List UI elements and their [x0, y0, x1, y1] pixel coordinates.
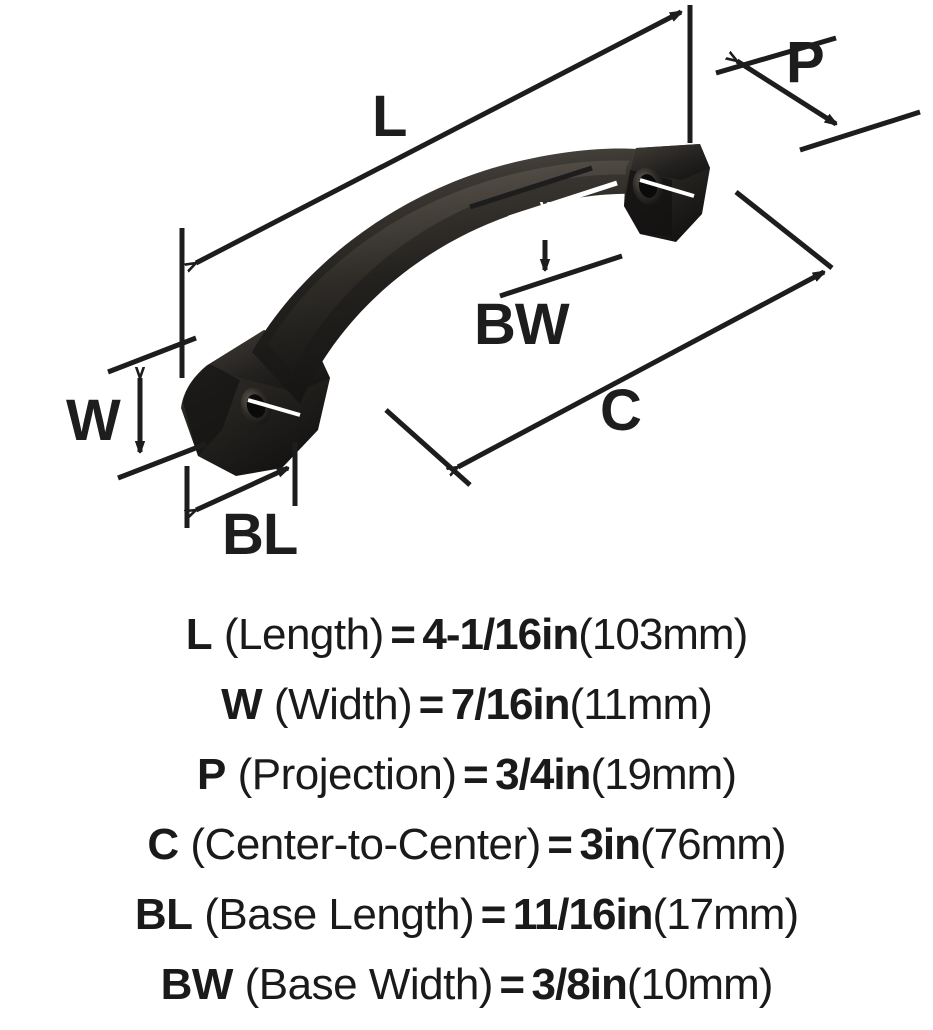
spec-metric-value: (103mm): [578, 610, 748, 659]
spec-row: W (Width) = 7/16in(11mm): [0, 670, 933, 740]
callout-label-l: L: [372, 84, 407, 149]
callout-label-bw: BW: [474, 292, 570, 357]
spec-code: C: [147, 820, 179, 869]
spec-equals: =: [463, 750, 489, 799]
spec-row: BW (Base Width) = 3/8in(10mm): [0, 950, 933, 1020]
dimension-drawing: L P W BL BW C: [66, 5, 921, 567]
spec-metric-value: (10mm): [626, 960, 774, 1009]
c-dimension-arrow: [458, 269, 824, 467]
l-dimension-arrow: [196, 9, 681, 263]
spec-equals: =: [390, 610, 416, 659]
callout-label-p: P: [786, 30, 825, 95]
spec-code: W: [221, 680, 263, 729]
spec-row: P (Projection) = 3/4in(19mm): [0, 740, 933, 810]
spec-row: BL (Base Length) = 11/16in(17mm): [0, 880, 933, 950]
spec-imperial-value: 11/16in: [512, 890, 654, 939]
spec-description: (Length): [212, 610, 384, 659]
spec-imperial-value: 7/16in: [450, 680, 571, 729]
specification-list: L (Length) = 4-1/16in(103mm) W (Width) =…: [0, 600, 933, 1024]
left-foot-shadow-facet: [183, 364, 240, 456]
spec-equals: =: [547, 820, 573, 869]
left-hole-pointer: [247, 398, 301, 417]
spec-row: L (Length) = 4-1/16in(103mm): [0, 600, 933, 670]
c-extension-right: [734, 190, 834, 270]
spec-description: (Width): [262, 680, 413, 729]
spec-code: L: [185, 610, 213, 659]
spec-code: BW: [160, 960, 234, 1009]
spec-imperial-value: 4-1/16in: [422, 610, 579, 659]
spec-imperial-value: 3in: [579, 820, 641, 869]
c-extension-left: [384, 408, 472, 487]
spec-equals: =: [418, 680, 445, 729]
spec-description: (Base Length): [192, 890, 475, 939]
callout-label-w: W: [66, 388, 121, 453]
bw-extension-lower: [499, 253, 623, 299]
spec-description: (Projection): [225, 750, 457, 799]
drawing-canvas: [107, 5, 921, 528]
w-extension-lower: [117, 441, 207, 481]
bl-dimension-arrow: [196, 465, 288, 510]
p-extension-lower: [799, 109, 921, 153]
callout-label-c: C: [600, 378, 642, 443]
spec-metric-value: (19mm): [590, 750, 737, 799]
spec-metric-value: (76mm): [640, 820, 787, 869]
spec-equals: =: [499, 960, 526, 1009]
spec-row: C (Center-to-Center) = 3in(76mm): [0, 810, 933, 880]
bw-extension-upper-white: [508, 180, 618, 221]
spec-description: (Center-to-Center): [178, 820, 541, 869]
w-extension-upper: [107, 335, 197, 375]
spec-code: P: [197, 750, 226, 799]
p-dimension-arrow: [737, 61, 838, 127]
spec-imperial-value: 3/8in: [531, 960, 628, 1009]
spec-metric-value: (17mm): [652, 890, 800, 939]
spec-metric-value: (11mm): [569, 680, 713, 729]
spec-description: (Base Width): [232, 960, 494, 1009]
spec-equals: =: [480, 890, 507, 939]
bw-extension-upper: [469, 165, 593, 210]
spec-code: BL: [134, 890, 193, 939]
spec-imperial-value: 3/4in: [495, 750, 591, 799]
right-hole-pointer: [639, 178, 695, 198]
callout-label-bl: BL: [222, 502, 298, 567]
